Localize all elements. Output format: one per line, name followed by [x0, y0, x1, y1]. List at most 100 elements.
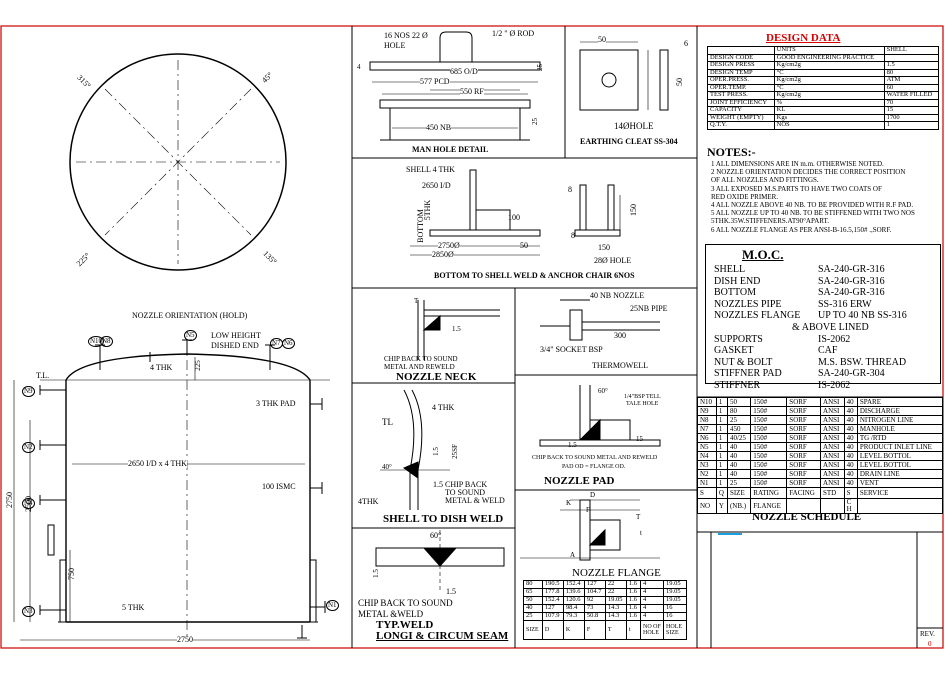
note-line: 5THK.35W.STIFFENERS.AT90°APART.	[711, 217, 830, 226]
nozzle-cell: ANSI	[820, 460, 845, 470]
fl-tt: t	[640, 529, 642, 537]
cleat-title: EARTHING CLEAT SS-304	[580, 137, 678, 146]
nozzle-header-cell: STD	[820, 487, 845, 499]
nozzle-cell: 150#	[750, 406, 788, 416]
nozzle-cell: 150#	[750, 478, 788, 488]
manhole-od: 685 O/D	[450, 67, 478, 76]
nozzle-cell: N2	[697, 469, 717, 479]
anchor-hole28: 28Ø HOLE	[594, 256, 632, 265]
tw-ang: 60°	[430, 531, 442, 540]
flange-cell: 1.6	[625, 612, 642, 621]
nozzle-cell: 40/25	[726, 433, 752, 443]
note-line: 3 ALL EXPOSED M.S.PARTS TO HAVE TWO COAT…	[711, 184, 882, 193]
cleat-w: 50	[598, 35, 606, 44]
dim-h2750: 2750	[5, 492, 14, 508]
dim-h750: 750	[67, 568, 76, 580]
elevation-view	[13, 339, 330, 641]
anchor-title: BOTTOM TO SHELL WELD & ANCHOR CHAIR 6NOS	[434, 271, 635, 280]
nozzle-cell: N1	[697, 478, 717, 488]
note-line: RED OXIDE PRIMER.	[711, 192, 779, 201]
nozzle-cell: 40	[843, 406, 858, 416]
cleat-t: 6	[684, 39, 688, 48]
nozzle-header-cell: Y	[715, 498, 728, 514]
nozzle-cell: SORF	[786, 433, 822, 443]
moc-material: M.S. BSW. THREAD	[818, 356, 907, 368]
moc-item: STIFFNER	[714, 379, 761, 391]
nozzle-cell: DISCHARGE	[856, 406, 944, 416]
anchor-d8b: 8	[571, 231, 575, 240]
nozzle-cell: 40	[843, 478, 858, 488]
nozzle-tag-n2: N2	[22, 442, 35, 453]
nozzle-cell: ANSI	[820, 415, 845, 425]
flange-detail	[520, 499, 660, 561]
nozzle-cell: SORF	[786, 442, 822, 452]
moc-item: STIFFNER PAD	[714, 368, 782, 380]
nozzle-cell: 150#	[750, 415, 788, 425]
moc-material: SS-316 ERW	[818, 298, 872, 310]
design-data-cell: Kgs	[773, 113, 885, 122]
nozzle-header-cell: FLANGE	[750, 498, 788, 514]
nozzle-cell: N3	[697, 460, 717, 470]
thermo-socket: 3/4" SOCKET BSP	[540, 345, 603, 354]
sd-ang: 40°	[382, 463, 392, 471]
fl-k: K	[566, 499, 572, 507]
moc-item: NOZZLES PIPE	[714, 298, 782, 310]
neck-chip: CHIP BACK TO SOUND	[384, 355, 458, 363]
design-data-cell: %	[773, 98, 885, 107]
design-data-cell: KL	[773, 106, 885, 115]
nozzle-header-cell: RATING	[750, 487, 788, 499]
nozzle-cell: 40	[726, 460, 752, 470]
flange-footer-cell: HOLE SIZE	[663, 620, 687, 640]
nozzle-cell: 1	[715, 406, 728, 416]
design-data-header-cell: UNITS	[773, 46, 885, 55]
nozzle-cell: SORF	[786, 415, 822, 425]
flange-footer-cell: T	[604, 620, 627, 640]
thk4-label: 4 THK	[150, 363, 173, 372]
pad-tell2: TALE HOLE	[626, 401, 659, 407]
sheet-border	[0, 25, 944, 649]
design-data-cell: 15	[883, 106, 940, 115]
nozzle-header-cell: (NB.)	[726, 498, 752, 514]
nozzle-pad	[539, 385, 661, 447]
nozzle-cell: N6	[697, 433, 717, 443]
design-data-row: JOINT EFFICIENCY%70	[707, 98, 940, 107]
fl-d: D	[590, 491, 596, 499]
cleat-hole: 14ØHOLE	[614, 121, 654, 131]
cleat-h: 50	[675, 78, 684, 86]
tw-chip2: METAL &WELD	[358, 609, 424, 619]
nozzle-cell: ANSI	[820, 424, 845, 434]
nozzle-cell: 1	[715, 451, 728, 461]
flange-cell: 107.9	[541, 612, 564, 621]
dim-225: 225	[193, 360, 202, 371]
thermo-title: THERMOWELL	[592, 361, 648, 370]
sd-thk4: 4 THK	[432, 403, 455, 412]
sd-chip3: METAL & WELD	[445, 496, 505, 505]
nozzle-tag-n8: N8	[100, 336, 113, 347]
nozzle-cell: N7	[697, 424, 717, 434]
nozzle-cell: N4	[697, 451, 717, 461]
nozzle-cell: 40	[726, 451, 752, 461]
note-line: 4 ALL NOZZLE ABOVE 40 NB. TO BE PROVIDED…	[711, 201, 914, 210]
nozzle-cell: 1	[715, 442, 728, 452]
nozzle-header-cell	[856, 498, 944, 514]
moc-item: SUPPORTS	[714, 333, 763, 345]
design-data-cell: 1700	[883, 113, 940, 122]
thermo-300: 300	[614, 331, 626, 340]
nozzle-cell: 25	[726, 415, 752, 425]
manhole-rf: 550 RF	[460, 87, 484, 96]
dim-w2750: 2750	[177, 635, 193, 644]
moc-row: NOZZLES PIPE SS-316 ERW	[714, 299, 939, 311]
